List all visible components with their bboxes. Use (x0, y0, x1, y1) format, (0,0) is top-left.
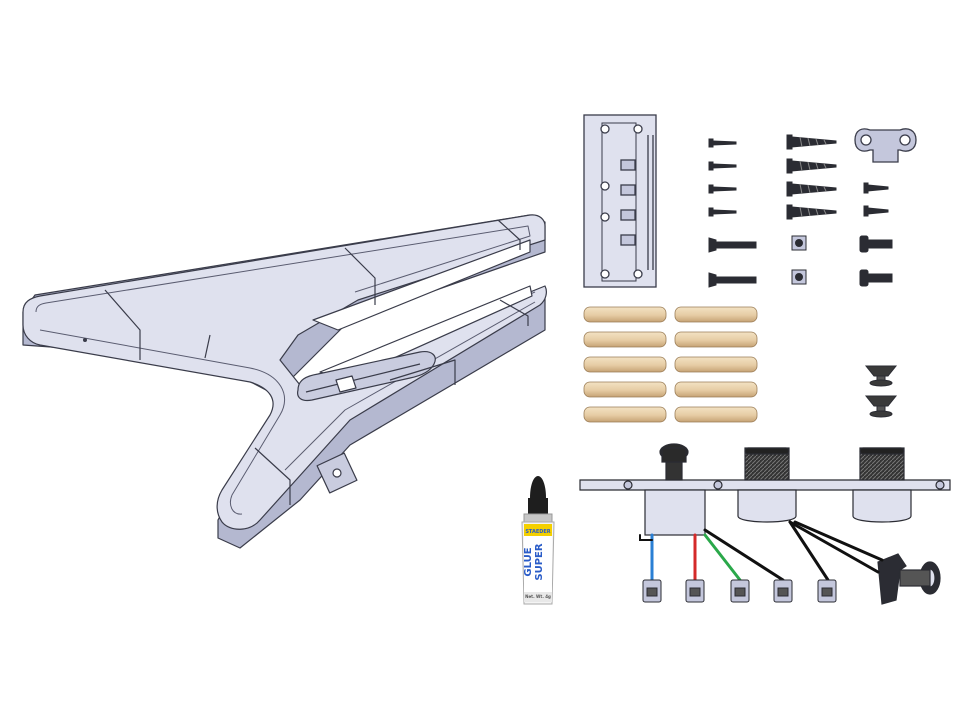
machine-screw-icon (708, 237, 757, 253)
small-screws (708, 138, 757, 288)
screw-icon (863, 182, 889, 194)
connector-icon (642, 579, 662, 603)
dowel (674, 306, 758, 323)
hinge-plate (583, 114, 657, 288)
connector-icon (817, 579, 837, 603)
screw-icon (708, 184, 737, 194)
small-pan-screws (859, 182, 893, 287)
wood-screw-icon (786, 181, 837, 197)
dowel (583, 331, 667, 348)
dowel (674, 331, 758, 348)
strap-button-icon (864, 365, 898, 387)
glue-weight: Net. Wt. 4g (525, 594, 551, 599)
output-jack-icon (877, 553, 941, 605)
connector-icon (773, 579, 793, 603)
screw-icon (708, 161, 737, 171)
knob-icon (744, 447, 790, 481)
machine-screw-icon (708, 272, 757, 288)
dowel (674, 381, 758, 398)
wiring (639, 520, 884, 582)
dowel (674, 356, 758, 373)
wood-screw-icon (786, 204, 837, 220)
strap-bracket (854, 128, 917, 163)
control-plate-assembly (579, 443, 951, 605)
connectors (642, 579, 837, 603)
wooden-dowels (583, 306, 758, 423)
screw-icon (708, 138, 737, 148)
dowel (583, 306, 667, 323)
strap-button-icon (864, 395, 898, 418)
super-glue-tube: STAEDER SUPER GLUE Net. Wt. 4g (521, 476, 555, 605)
glue-brand: STAEDER (525, 529, 550, 535)
square-nut-icon (791, 269, 807, 285)
screw-icon (708, 207, 737, 217)
pan-head-screw-icon (859, 235, 893, 253)
dowel (674, 406, 758, 423)
square-nut-icon (791, 235, 807, 251)
wood-screw-icon (786, 158, 837, 174)
glue-label-1: SUPER (534, 543, 545, 580)
pan-head-screw-icon (859, 269, 893, 287)
wood-screws (786, 134, 837, 285)
dowel (583, 406, 667, 423)
flying-v-body (22, 214, 547, 549)
strap-buttons (864, 365, 898, 418)
knob-icon (859, 447, 905, 481)
screw-icon (863, 205, 889, 217)
dowel (583, 356, 667, 373)
wood-screw-icon (786, 134, 837, 150)
glue-label-2: GLUE (523, 547, 534, 576)
connector-icon (730, 579, 750, 603)
dowel (583, 381, 667, 398)
connector-icon (685, 579, 705, 603)
